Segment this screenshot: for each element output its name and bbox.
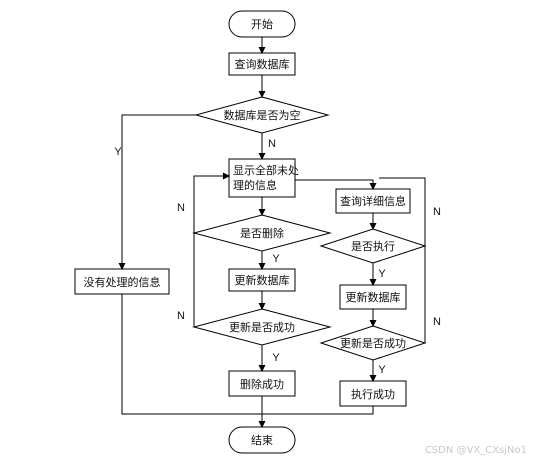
edge-no-info-to-end bbox=[121, 294, 262, 415]
edge-show-to-detail bbox=[295, 179, 377, 190]
update-db-right-label: 更新数据库 bbox=[346, 290, 401, 304]
edge-execute-success-to-end bbox=[262, 406, 374, 415]
label-update-left-yes: Y bbox=[272, 352, 280, 364]
label-empty-yes: Y bbox=[114, 146, 122, 158]
show-unprocessed-box bbox=[228, 158, 296, 198]
edge-empty-yes bbox=[118, 114, 196, 270]
query-detail-label: 查询详细信息 bbox=[340, 194, 406, 208]
watermark: CSDN @VX_CXsjNo1 bbox=[425, 445, 527, 456]
label-delete-no: N bbox=[177, 202, 185, 214]
execute-success-label: 执行成功 bbox=[351, 387, 395, 401]
edge-execute-no-loop bbox=[379, 177, 426, 246]
update-db-left-label: 更新数据库 bbox=[235, 273, 290, 287]
delete-success-label: 删除成功 bbox=[240, 377, 284, 391]
show-unprocessed-label-line1: 显示全部未处 bbox=[233, 163, 299, 177]
label-delete-yes: Y bbox=[272, 253, 280, 265]
query-db-label: 查询数据库 bbox=[235, 57, 290, 71]
end-label: 结束 bbox=[251, 434, 273, 447]
label-execute-yes: Y bbox=[378, 268, 386, 280]
update-success-left-label: 更新是否成功 bbox=[229, 320, 295, 334]
update-success-right-label: 更新是否成功 bbox=[340, 336, 406, 350]
delete-success-box bbox=[228, 370, 296, 397]
label-update-right-yes: Y bbox=[378, 364, 386, 376]
db-empty-label: 数据库是否为空 bbox=[224, 108, 301, 122]
execute-success-box bbox=[339, 380, 407, 407]
edge-delete-no-loop bbox=[193, 172, 230, 233]
show-unprocessed-label-line2: 理的信息 bbox=[233, 178, 277, 192]
delete-decision-label: 是否删除 bbox=[240, 226, 284, 240]
label-empty-no: N bbox=[268, 138, 276, 150]
start-label: 开始 bbox=[251, 17, 273, 31]
no-info-label: 没有处理的信息 bbox=[84, 275, 161, 289]
label-execute-no: N bbox=[433, 206, 441, 218]
label-update-left-no: N bbox=[177, 310, 185, 322]
label-update-right-no: N bbox=[433, 316, 441, 328]
query-detail-box bbox=[335, 188, 411, 214]
execute-decision-label: 是否执行 bbox=[351, 239, 395, 253]
